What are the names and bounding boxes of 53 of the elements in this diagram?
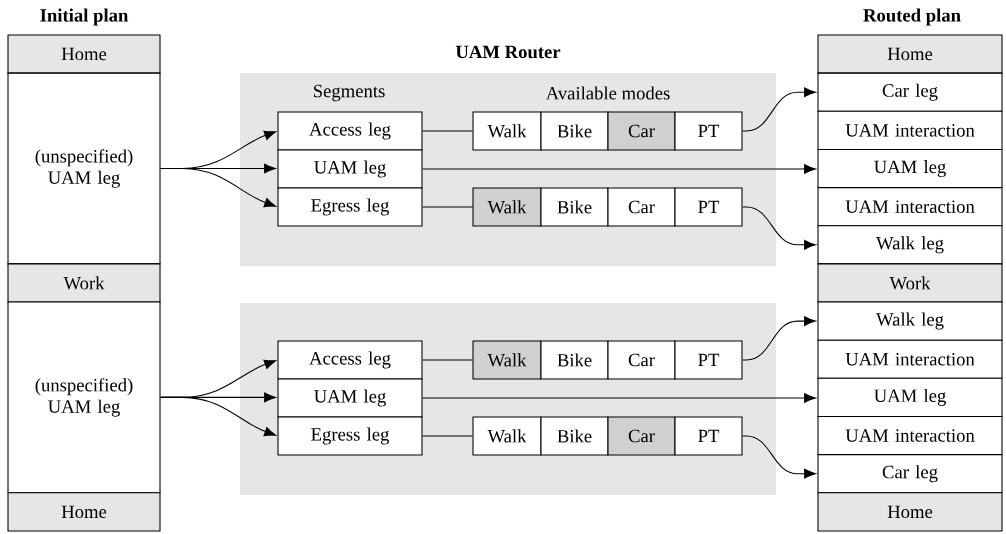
segment-box: Access leg	[277, 111, 423, 151]
leg-row: Walk leg	[817, 225, 1003, 265]
mode-cell: Car	[607, 187, 676, 227]
activity-row: Work	[817, 263, 1003, 303]
leg-row: Car leg	[817, 72, 1003, 112]
mode-cell: Bike	[540, 187, 609, 227]
leg-box: (unspecified) UAM leg	[7, 72, 161, 265]
activity-row: Home	[7, 492, 161, 532]
activity-row: Home	[7, 34, 161, 74]
leg-row: UAM interaction	[817, 110, 1003, 150]
leg-row: Walk leg	[817, 301, 1003, 341]
segment-box: Egress leg	[277, 187, 423, 227]
segment-box: UAM leg	[277, 149, 423, 189]
mode-cell: Walk	[472, 340, 542, 380]
mode-cell: Car	[607, 111, 676, 151]
column-heading: Segments	[313, 84, 385, 102]
mode-cell: Walk	[472, 416, 542, 456]
mode-cell: PT	[674, 111, 743, 151]
heading: Routed plan	[863, 8, 961, 26]
arrow	[160, 396, 277, 437]
mode-cell: PT	[674, 187, 743, 227]
leg-row: UAM interaction	[817, 187, 1003, 227]
segment-box: Egress leg	[277, 416, 423, 456]
activity-row: Home	[817, 34, 1003, 74]
arrow	[742, 316, 816, 361]
mode-cell: Car	[607, 416, 676, 456]
heading: UAM Router	[455, 45, 561, 59]
leg-row: UAM leg	[817, 148, 1003, 189]
leg-box: (unspecified) UAM leg	[7, 301, 161, 494]
leg-row: UAM interaction	[817, 339, 1003, 379]
arrow	[160, 167, 277, 208]
arrow	[742, 87, 816, 132]
arrow	[422, 164, 816, 174]
leg-row: Car leg	[817, 454, 1003, 494]
mode-cell: Bike	[540, 416, 609, 456]
arrow	[742, 206, 816, 250]
arrow	[422, 393, 816, 403]
arrow	[742, 435, 816, 479]
activity-row: Work	[7, 263, 161, 303]
mode-cell: Bike	[540, 340, 609, 380]
mode-cell: PT	[674, 416, 743, 456]
mode-cell: Car	[607, 340, 676, 380]
mode-cell: Walk	[472, 111, 542, 151]
activity-row: Home	[817, 492, 1003, 532]
column-heading: Available modes	[545, 86, 670, 100]
segment-box: Access leg	[277, 340, 423, 380]
segment-box: UAM leg	[277, 378, 423, 418]
mode-cell: PT	[674, 340, 743, 380]
leg-row: UAM interaction	[817, 415, 1003, 456]
mode-cell: Bike	[540, 111, 609, 151]
heading: Initial plan	[40, 8, 129, 26]
mode-cell: Walk	[472, 187, 542, 227]
leg-row: UAM leg	[817, 377, 1003, 417]
